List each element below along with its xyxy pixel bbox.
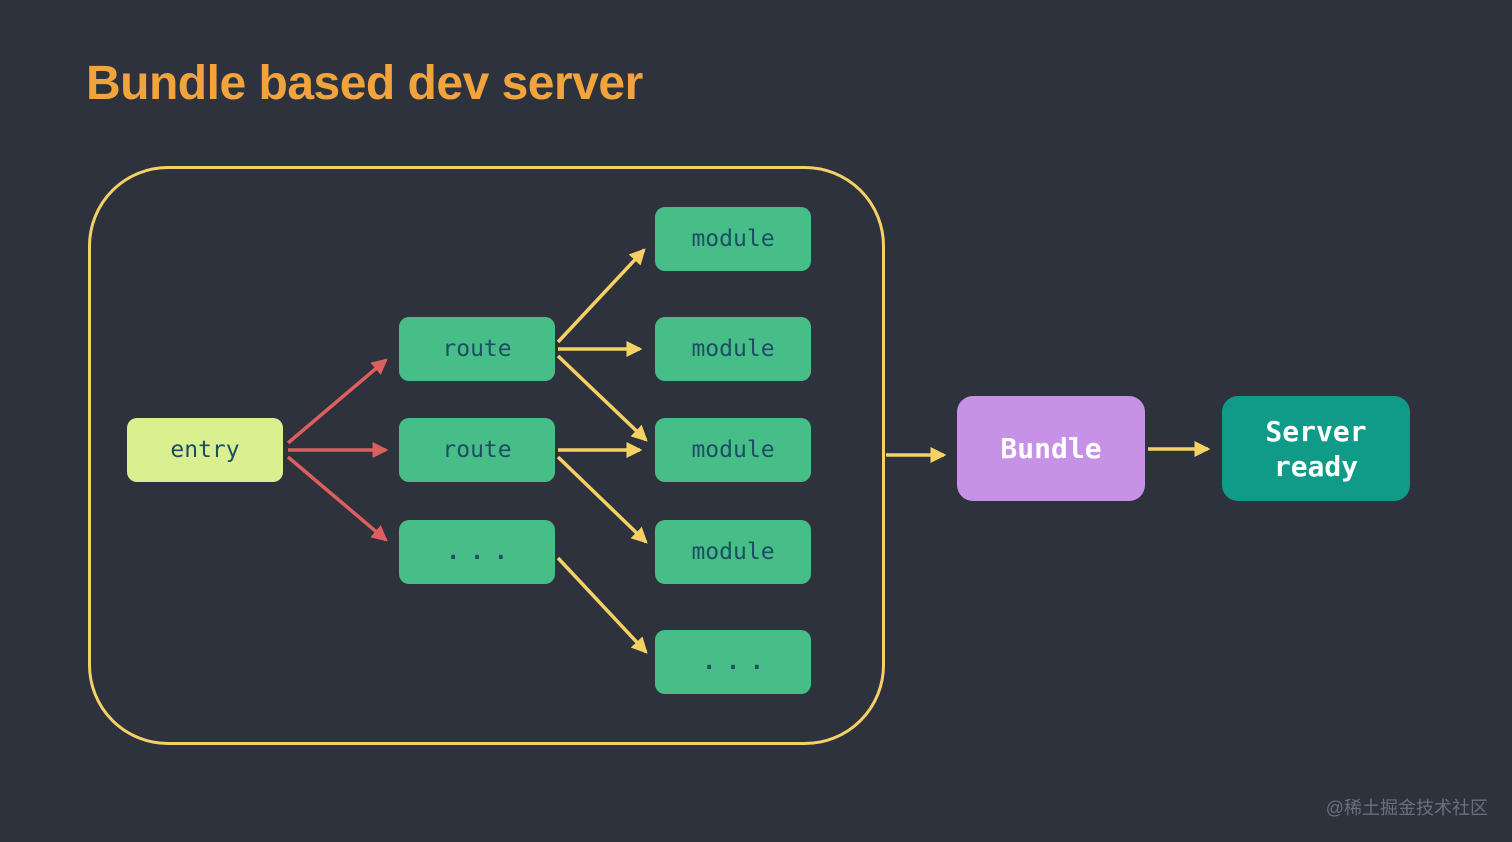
node-server-ready: Server ready xyxy=(1222,396,1410,501)
node-module-4: module xyxy=(655,520,811,584)
node-route-1: route xyxy=(399,317,555,381)
node-route-more: ... xyxy=(399,520,555,584)
node-module-more: ... xyxy=(655,630,811,694)
node-bundle: Bundle xyxy=(957,396,1145,501)
watermark: @稀土掘金技术社区 xyxy=(1325,798,1488,818)
page-title: Bundle based dev server xyxy=(86,57,643,110)
node-module-3: module xyxy=(655,418,811,482)
node-route-2: route xyxy=(399,418,555,482)
node-module-1: module xyxy=(655,207,811,271)
dev-server-boundary-frame xyxy=(88,166,885,745)
node-module-2: module xyxy=(655,317,811,381)
node-entry: entry xyxy=(127,418,283,482)
